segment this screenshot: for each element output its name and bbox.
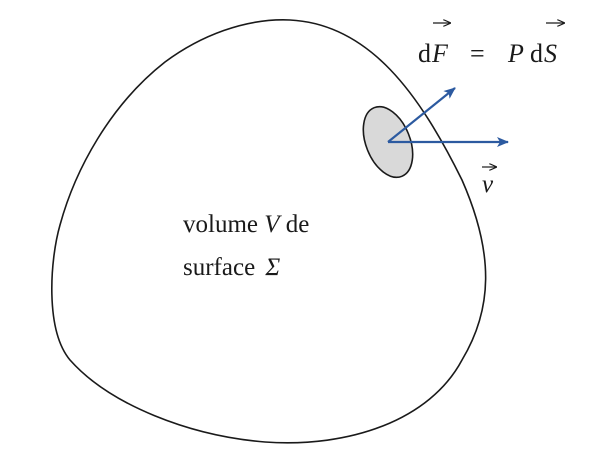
surface-label-text: surface: [183, 254, 261, 281]
eq-S: S: [544, 39, 557, 68]
volume-variable-V: V: [264, 211, 282, 238]
eq-d2: d: [530, 39, 543, 68]
eq-d1: d: [418, 39, 431, 68]
velocity-label: v: [482, 167, 496, 198]
eq-equals: =: [470, 39, 485, 68]
force-arrow: [387, 87, 456, 143]
volume-label-line2: surface Σ: [183, 254, 280, 281]
velocity-variable-v: v: [482, 171, 494, 198]
eq-P: P: [507, 39, 524, 68]
volume-outline: [51, 19, 487, 444]
surface-variable-sigma: Σ: [264, 254, 280, 281]
force-equation: d F = P d S: [418, 23, 564, 68]
volume-label-line1: volume V de: [183, 211, 309, 238]
volume-label-text-b: de: [280, 211, 310, 238]
volume-label-text-a: volume: [183, 211, 264, 238]
eq-F: F: [431, 39, 449, 68]
